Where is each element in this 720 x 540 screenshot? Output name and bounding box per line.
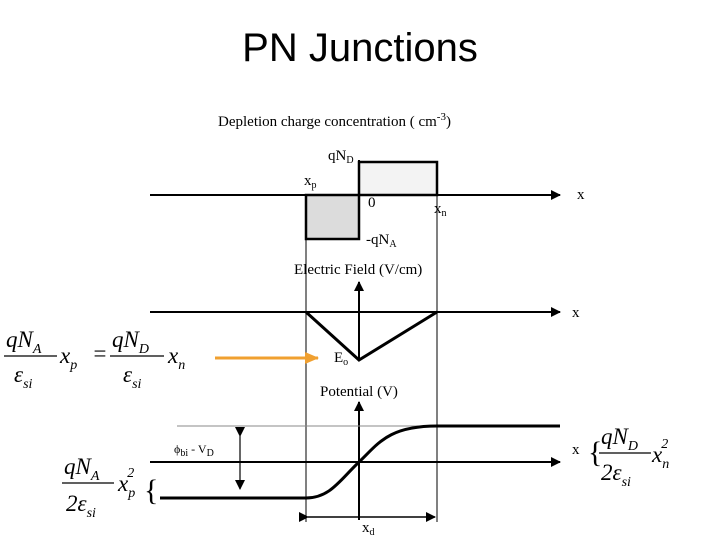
n-charge-block <box>357 160 439 197</box>
eq3-numerator: qND <box>601 424 638 454</box>
field-curve <box>304 310 438 362</box>
xd-label: xd <box>362 520 375 538</box>
potential-heading: Potential (V) <box>320 384 398 400</box>
e0-label: Eo <box>334 350 348 368</box>
xn-label: xn <box>434 201 447 219</box>
eq2-denominator: 2εsi <box>66 491 96 521</box>
eq3-brace: { <box>588 436 602 469</box>
n-side-potential-equation: { qND 2εsi xn2 <box>588 424 669 490</box>
field-axis-label: x <box>572 305 580 321</box>
eq1-xn: xn <box>167 343 185 373</box>
p-charge-block <box>304 193 361 241</box>
potential-curve <box>160 424 560 500</box>
eq1-left-numerator: qNA <box>6 327 42 357</box>
eq2-x: xp2 <box>117 466 135 501</box>
eq1-equals: = <box>92 341 108 366</box>
eq3-denominator: 2εsi <box>601 460 631 490</box>
xp-label: xp <box>304 173 317 191</box>
zero-label: 0 <box>368 195 376 211</box>
eq1-left-denominator: εsi <box>14 362 33 392</box>
eq2-brace: { <box>144 474 158 507</box>
charge-axis-label: x <box>577 187 585 203</box>
eq2-numerator: qNA <box>64 454 100 484</box>
page-title: PN Junctions <box>242 26 478 70</box>
qna-label: -qNA <box>366 232 397 250</box>
phi-label: ϕbi - VD <box>174 442 214 459</box>
charge-heading: Depletion charge concentration ( cm-3) <box>218 111 451 130</box>
potential-axis-label: x <box>572 442 580 458</box>
qnd-label: qND <box>328 148 354 166</box>
eq3-x: xn2 <box>651 437 669 472</box>
charge-balance-equation: qNA εsi xp = qND εsi xn <box>4 327 185 392</box>
p-side-potential-equation: qNA 2εsi xp2 { <box>62 454 158 521</box>
field-heading: Electric Field (V/cm) <box>294 262 422 278</box>
eq1-right-denominator: εsi <box>123 362 142 392</box>
eq1-right-numerator: qND <box>112 327 149 357</box>
eq1-xp: xp <box>59 343 77 373</box>
